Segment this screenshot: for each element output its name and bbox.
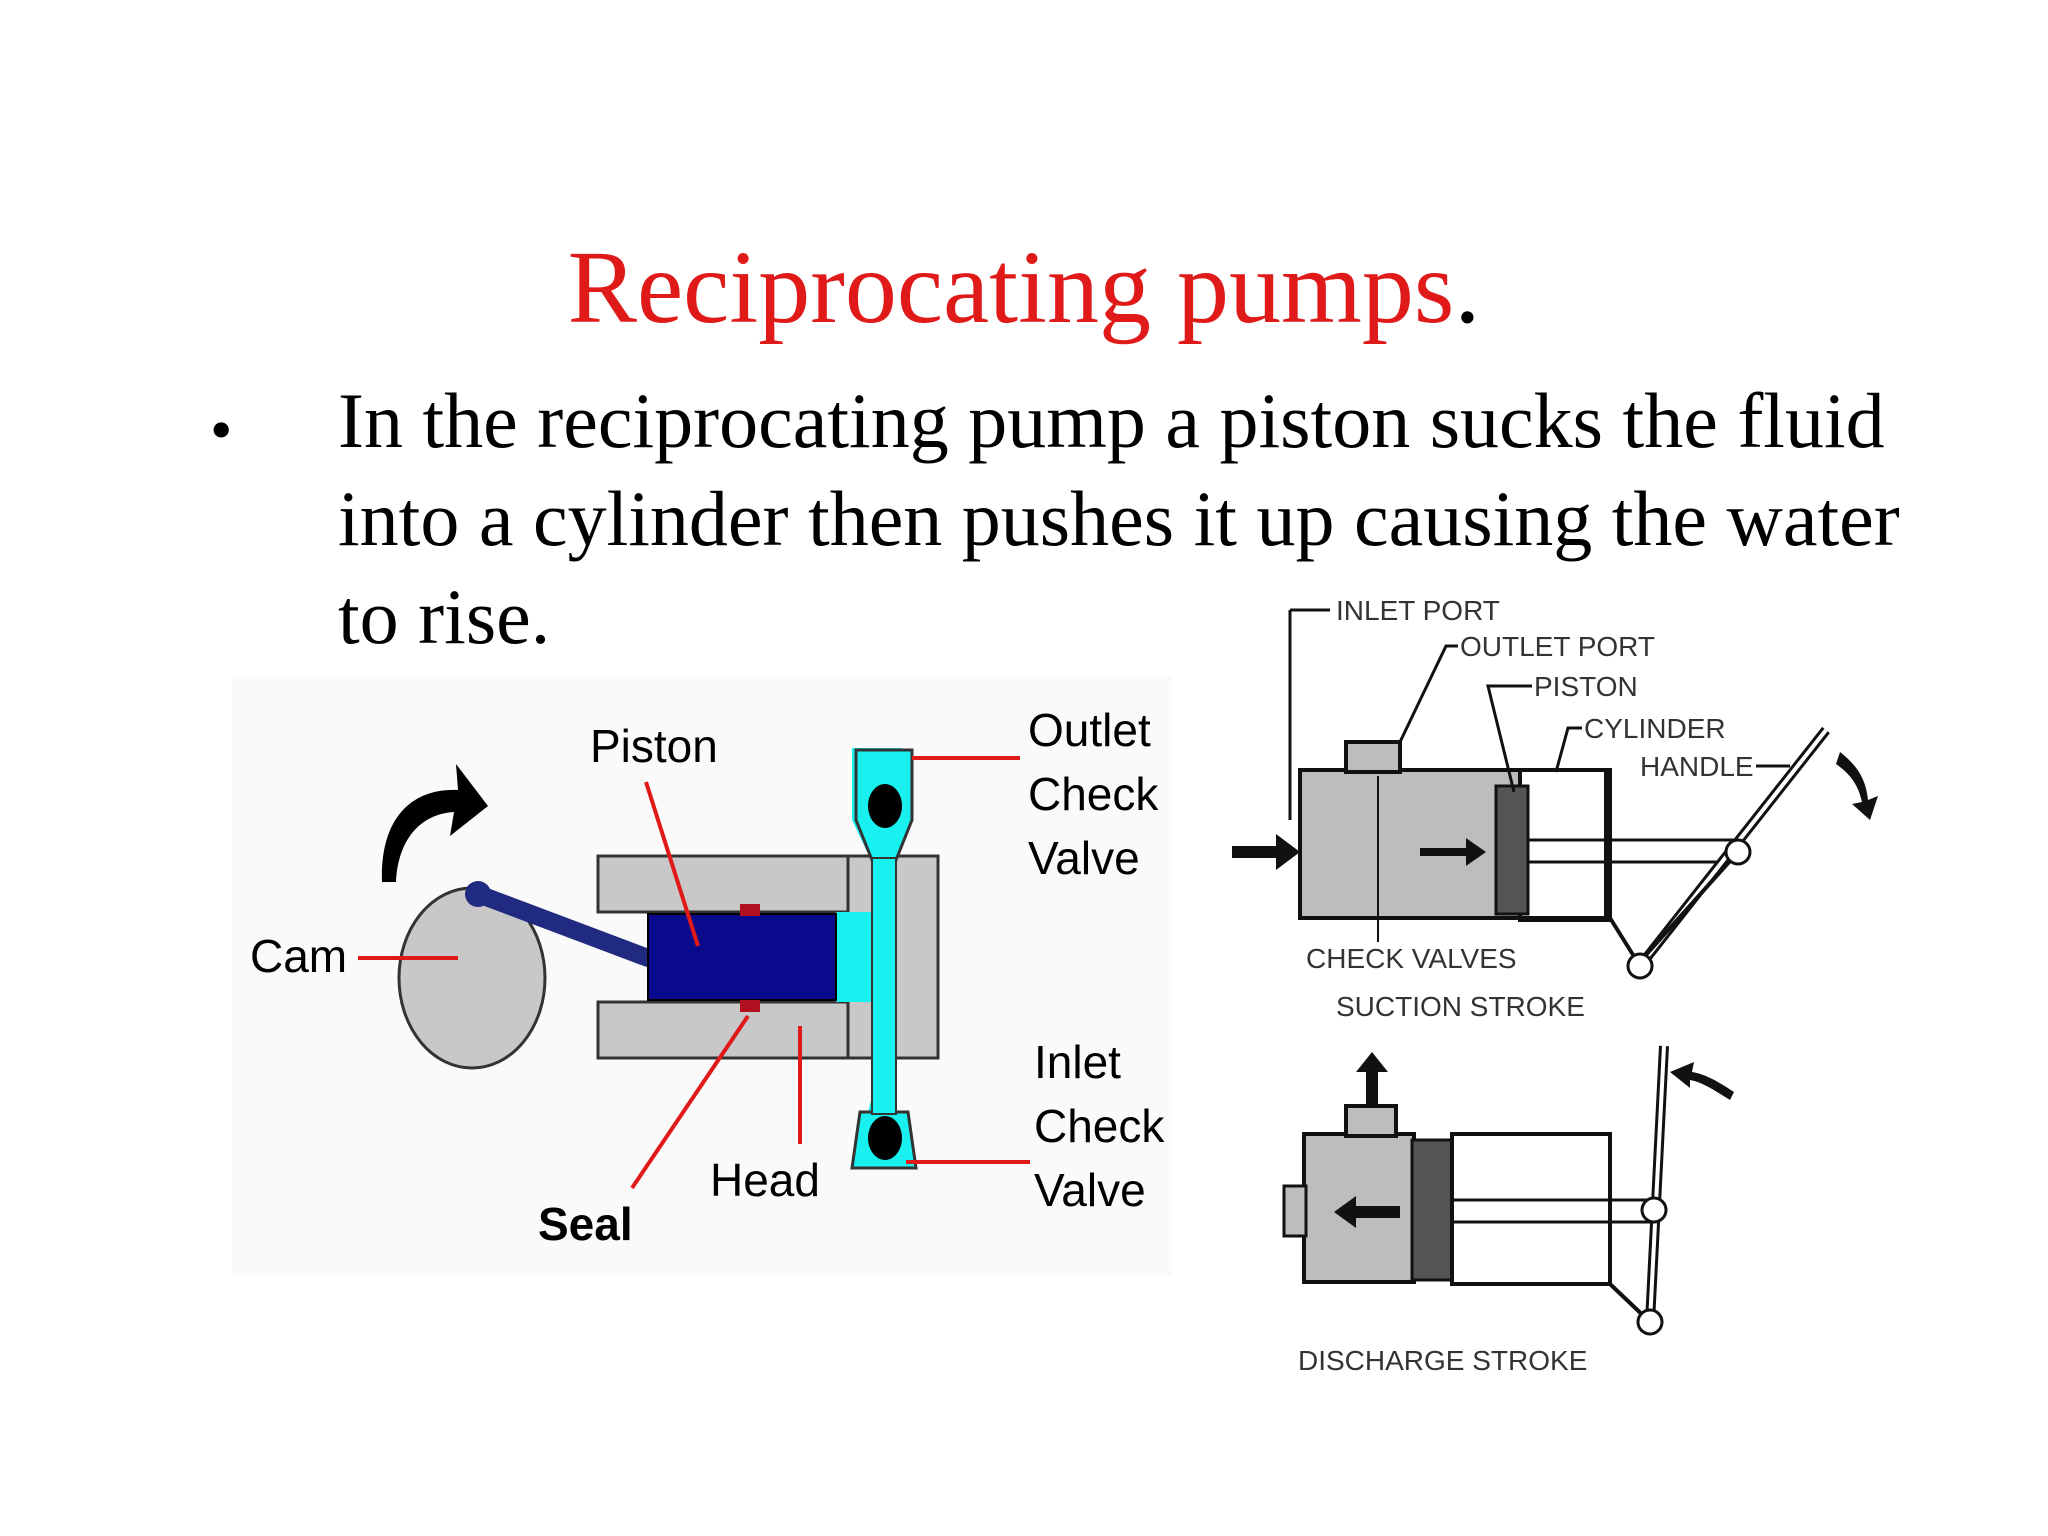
discharge-pivot-2: [1636, 1308, 1664, 1336]
bullet-text: In the reciprocating pump a piston sucks…: [338, 377, 1900, 660]
piston-label: Piston: [590, 720, 718, 772]
outlet-label-line-3: Valve: [1028, 832, 1140, 884]
discharge-up-arrow-icon: [1356, 1052, 1388, 1104]
cam-label: Cam: [250, 930, 347, 982]
piston-leader-line: [644, 781, 700, 947]
fluid-stem: [871, 857, 897, 1115]
title-period: .: [1454, 230, 1481, 345]
handle-label: HANDLE: [1640, 751, 1754, 782]
piston-label-right: PISTON: [1534, 671, 1638, 702]
discharge-inlet-nozzle: [1282, 1184, 1308, 1238]
cylinder-label: CYLINDER: [1584, 713, 1726, 744]
connecting-rod: [469, 885, 657, 967]
cylinder-leader: [1554, 726, 1582, 773]
rotation-arrow-icon: [381, 764, 488, 882]
seal-leader-line: [630, 1014, 750, 1190]
discharge-flow-arrow-icon: [1334, 1196, 1400, 1228]
inlet-label-line-1: Inlet: [1034, 1036, 1121, 1088]
bullet-marker: •: [210, 394, 233, 465]
seal-upper: [740, 904, 760, 916]
piston-block: [647, 913, 837, 1001]
suction-outlet-nozzle: [1344, 740, 1402, 774]
suction-link: [1634, 850, 1740, 968]
cam-pin: [465, 881, 491, 907]
suction-handle-motion-arrow-icon: [1836, 752, 1878, 820]
slide-title: Reciprocating pumps.: [0, 228, 2048, 348]
inlet-port-label: INLET PORT: [1336, 595, 1500, 626]
suction-cylinder: [1518, 768, 1612, 922]
seal-lower: [740, 1000, 760, 1012]
outlet-label-line-1: Outlet: [1028, 704, 1151, 756]
outlet-port-leader: [1398, 644, 1458, 743]
outlet-check-ball: [868, 784, 902, 828]
check-valves-label: CHECK VALVES: [1306, 943, 1517, 974]
inlet-label-line-3: Valve: [1034, 1164, 1146, 1216]
discharge-pivot-1: [1640, 1196, 1668, 1224]
outlet-port-label: OUTLET PORT: [1460, 631, 1655, 662]
discharge-handle-motion-arrow-icon: [1670, 1062, 1734, 1100]
title-text: Reciprocating pumps: [567, 230, 1455, 345]
discharge-stroke-label: DISCHARGE STROKE: [1298, 1345, 1587, 1376]
seal-label: Seal: [538, 1198, 633, 1250]
suction-pivot-1: [1724, 838, 1752, 866]
inlet-check-ball: [868, 1116, 902, 1160]
discharge-outlet-nozzle: [1344, 1104, 1398, 1138]
suction-flow-arrow-icon: [1420, 838, 1486, 866]
discharge-cylinder: [1450, 1132, 1612, 1286]
discharge-piston: [1410, 1138, 1454, 1282]
suction-inlet-arrow-icon: [1232, 834, 1300, 870]
suction-chamber: [1298, 768, 1522, 920]
discharge-handle-inner: [1648, 1045, 1666, 1323]
piston-leader: [1486, 684, 1532, 793]
discharge-stroke-figure: DISCHARGE STROKE: [1282, 1045, 1734, 1376]
suction-stroke-figure: INLET PORT OUTLET PORT PISTON CYLINDER H…: [1232, 595, 1878, 1022]
inlet-label-line-2: Check: [1034, 1100, 1165, 1152]
suction-stroke-label: SUCTION STROKE: [1336, 991, 1585, 1022]
outlet-label-line-2: Check: [1028, 768, 1159, 820]
suction-piston: [1494, 784, 1530, 916]
suction-pivot-2: [1626, 952, 1654, 980]
head-label: Head: [710, 1154, 820, 1206]
